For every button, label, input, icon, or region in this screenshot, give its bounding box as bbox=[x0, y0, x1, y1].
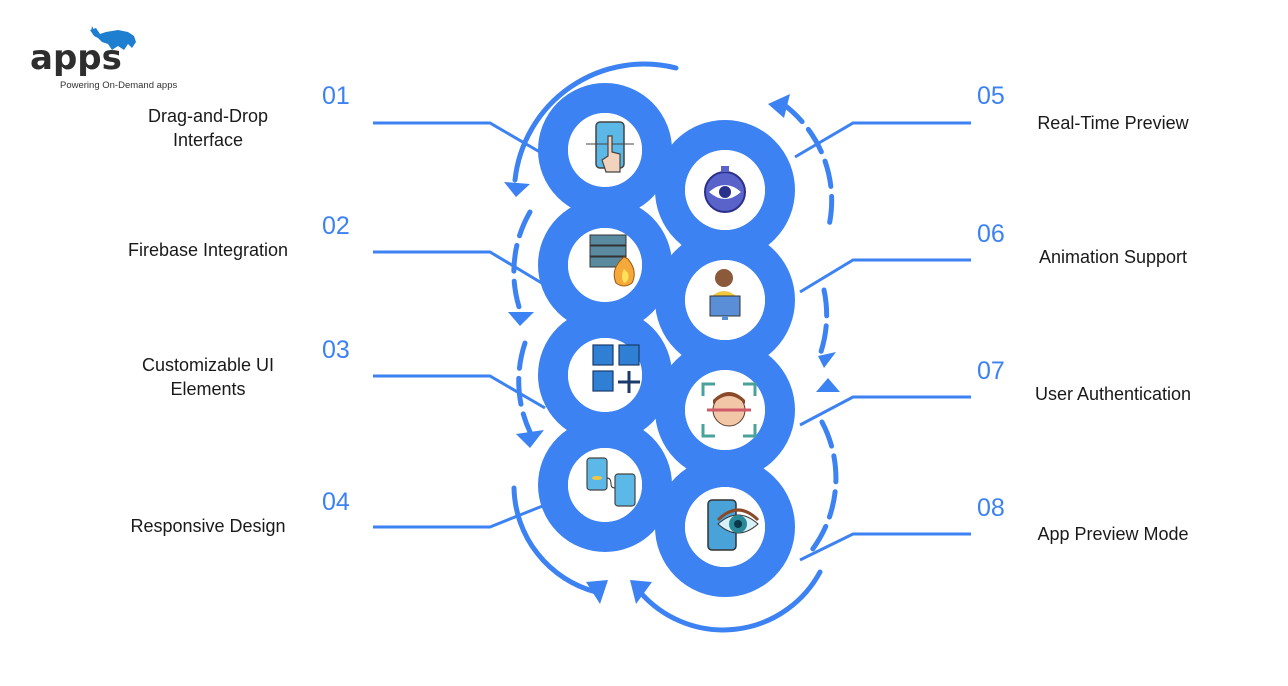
rings-right bbox=[655, 120, 795, 597]
feature-label-customizable-ui: Customizable UI Elements bbox=[98, 353, 318, 401]
feature-label-app-preview-mode: App Preview Mode bbox=[1037, 524, 1189, 544]
logo-wordmark: apps bbox=[30, 38, 122, 78]
feature-number-03: 03 bbox=[322, 336, 350, 364]
touch-phone-swipe-icon bbox=[586, 121, 634, 173]
feature-label-user-authentication: User Authentication bbox=[1034, 384, 1192, 404]
person-monitor-icon bbox=[709, 269, 741, 320]
connector-lines-right bbox=[794, 121, 971, 562]
phone-eye-icon bbox=[707, 499, 760, 551]
rings-left bbox=[538, 83, 672, 552]
feature-number-07: 07 bbox=[977, 357, 1005, 385]
feature-label-line: Customizable UI bbox=[141, 355, 275, 375]
feature-number-08: 08 bbox=[977, 494, 1005, 522]
feature-label-animation-support: Animation Support bbox=[1038, 247, 1188, 267]
feature-label-drag-and-drop: Drag-and-Drop Interface bbox=[98, 104, 318, 152]
logo-tagline: Powering On-Demand apps bbox=[60, 80, 178, 91]
stopwatch-eye-icon bbox=[704, 166, 746, 213]
face-scan-icon bbox=[701, 382, 757, 438]
rhino-icon bbox=[90, 26, 136, 50]
grid-add-icon bbox=[592, 344, 640, 393]
arrowheads bbox=[504, 94, 840, 604]
feature-label-firebase: Firebase Integration bbox=[98, 238, 318, 262]
feature-number-01: 01 bbox=[322, 82, 350, 110]
feature-label-responsive: Responsive Design bbox=[98, 514, 318, 538]
flow-arrows bbox=[511, 61, 839, 633]
feature-number-04: 04 bbox=[322, 488, 350, 516]
feature-number-05: 05 bbox=[977, 82, 1005, 110]
connected-phones-icon bbox=[586, 457, 636, 507]
feature-label-line: Elements bbox=[170, 379, 246, 399]
server-fire-icon bbox=[589, 234, 635, 287]
brand-logo: apps Powering On-Demand apps bbox=[30, 24, 190, 94]
feature-label-line: Interface bbox=[172, 130, 244, 150]
feature-label-real-time-preview: Real-Time Preview bbox=[1037, 113, 1189, 133]
feature-number-02: 02 bbox=[322, 212, 350, 240]
feature-label-line: Drag-and-Drop bbox=[147, 106, 269, 126]
feature-label-line: Firebase Integration bbox=[127, 240, 289, 260]
feature-number-06: 06 bbox=[977, 220, 1005, 248]
feature-label-line: Responsive Design bbox=[130, 516, 286, 536]
